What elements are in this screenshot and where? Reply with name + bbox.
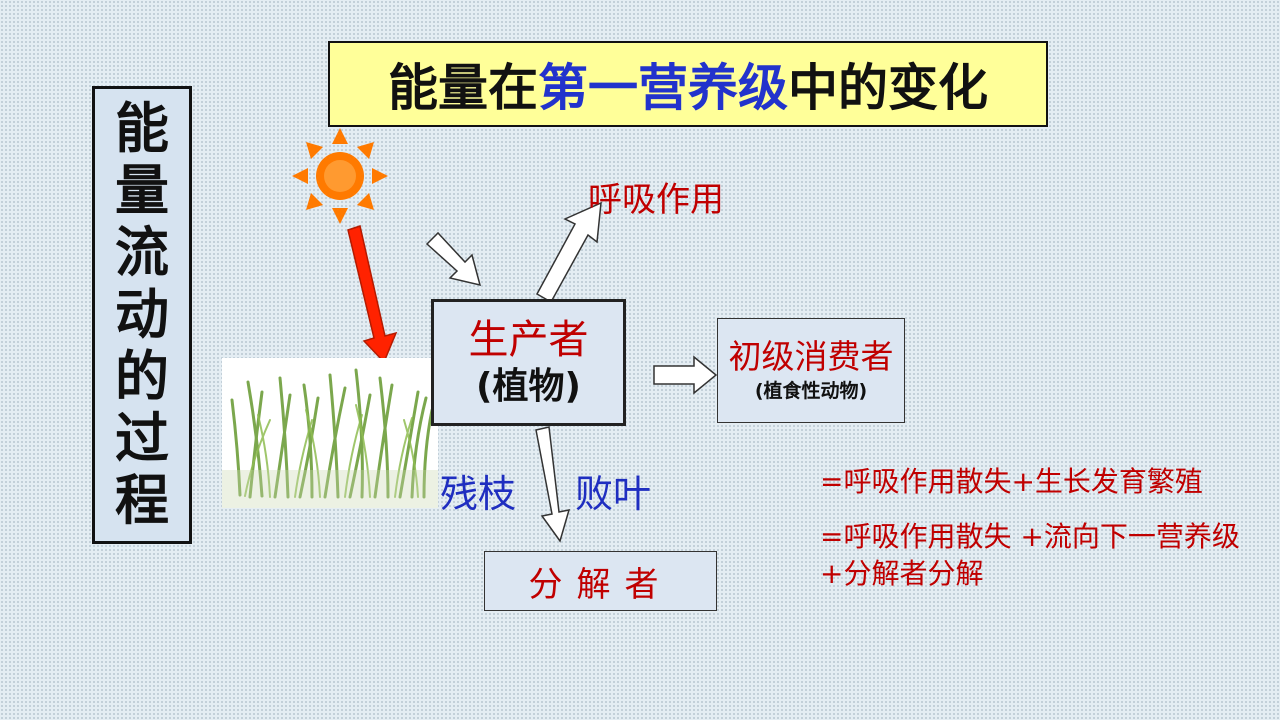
to-consumer-arrow	[653, 355, 718, 395]
vertical-title: 能量流动的过程	[92, 86, 192, 544]
producer-box: 生产者 (植物)	[431, 299, 626, 426]
residue-label-branches: 残枝	[440, 472, 517, 516]
primary-consumer-sublabel: (植食性动物)	[754, 379, 868, 402]
main-title-part3: 中的变化	[788, 59, 988, 117]
main-title-part2: 第一营养级	[538, 59, 788, 117]
producer-sublabel: (植物)	[476, 365, 581, 407]
equation-1: =呼吸作用散失+生长发育繁殖	[820, 465, 1203, 498]
primary-consumer-label: 初级消费者	[728, 336, 894, 376]
energy-input-arrow	[425, 231, 482, 287]
sunlight-arrow	[347, 225, 398, 364]
grass-image	[222, 358, 438, 508]
respiration-label: 呼吸作用	[588, 180, 724, 220]
respiration-arrow	[535, 201, 602, 304]
primary-consumer-box: 初级消费者 (植食性动物)	[717, 318, 905, 423]
decomposer-box: 分解者	[484, 551, 717, 611]
to-decomposer-arrow	[535, 426, 571, 543]
sun-icon	[292, 128, 388, 224]
residue-label-leaves: 败叶	[575, 472, 652, 516]
equation-2: =呼吸作用散失 +流向下一营养级 +分解者分解	[820, 520, 1240, 590]
main-title: 能量在第一营养级中的变化	[328, 41, 1048, 127]
decomposer-label: 分解者	[528, 564, 673, 605]
vertical-title-text: 能量流动的过程	[115, 97, 169, 532]
main-title-part1: 能量在	[388, 59, 538, 117]
producer-label: 生产者	[468, 316, 589, 363]
